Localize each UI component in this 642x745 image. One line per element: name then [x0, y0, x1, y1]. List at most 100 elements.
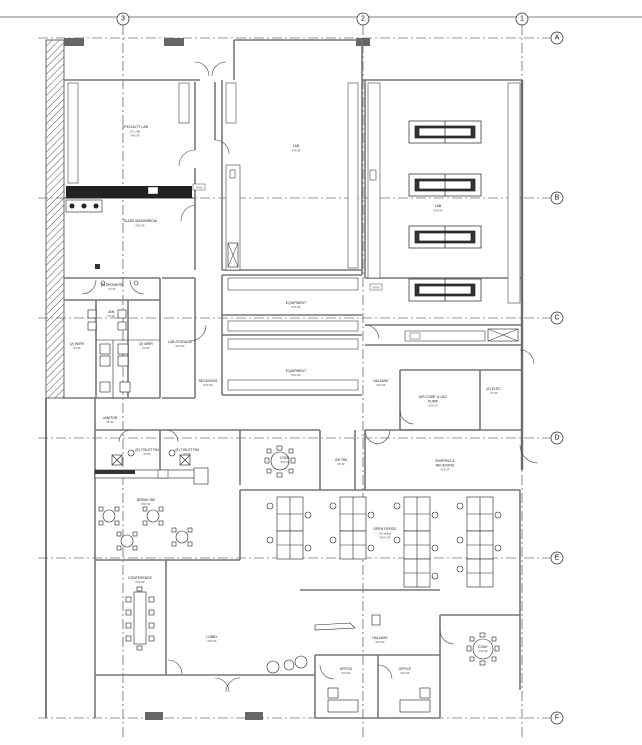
room-name: JAN	[108, 310, 115, 314]
walls	[64, 39, 524, 719]
room-label-toilet-right: (E) TOILET RM XX SF	[175, 448, 199, 456]
room-detail: PUMP	[428, 400, 439, 404]
room-area: XXX SF	[135, 580, 145, 584]
room-name: (E) ELEC.	[486, 387, 501, 391]
room-label-ww-right: (2) M/RR XX SF	[139, 342, 153, 350]
room-label-conference: CONFERENCE XXX SF	[128, 576, 152, 584]
room-name: AIR COMP. & VAC	[419, 395, 448, 399]
room-name: OFFICE	[399, 667, 412, 671]
room-labels: SPECIALTY LAB (TC LAB) XXX SF GLASS WASH…	[70, 125, 502, 675]
conference-table	[125, 586, 155, 651]
grid-bubble-row: D	[550, 431, 564, 445]
room-name: RECEIVING	[199, 379, 218, 383]
room-area: XXX SF	[376, 383, 386, 387]
room-label-break-rm: BREAK RM XXX SF	[137, 498, 155, 506]
room-name: EQUIPMENT	[286, 369, 306, 373]
room-label-office-2: OFFICE XXX SF	[399, 667, 412, 675]
workstation-cluster	[456, 496, 502, 588]
room-name: SHIPPING &	[435, 459, 455, 463]
room-area: XX SF	[107, 314, 115, 318]
room-label-hallway-upper: HALLWAY XXX SF	[373, 379, 389, 387]
lab-island	[408, 173, 482, 197]
equipment-tag: XXXX	[373, 286, 380, 290]
round-table	[98, 506, 120, 526]
room-area: XXX SF	[478, 649, 488, 653]
room-area: XXX SF	[341, 671, 351, 675]
room-area: XXX SF	[203, 383, 213, 387]
room-area: XXXX SF	[380, 536, 391, 540]
break-room-counter	[94, 467, 209, 485]
lab-island	[408, 120, 482, 144]
open-office-workstations	[266, 496, 502, 588]
room-area: XX SF	[337, 462, 345, 466]
room-detail: RECEIVING	[436, 464, 455, 468]
casework	[65, 82, 521, 391]
grid-label: E	[555, 555, 560, 562]
equipment-tag: XXXX	[196, 186, 203, 190]
room-area: XXX SF	[207, 639, 217, 643]
room-label-toilet-left: (E) TOILET RM XX SF	[135, 448, 159, 456]
room-name: OPEN OFFICE	[374, 527, 398, 531]
room-name: IDF RM	[335, 458, 347, 462]
room-label-air-comp: AIR COMP. & VAC PUMP XXX SF	[419, 395, 448, 408]
grid-bubble-col: 1	[515, 12, 529, 26]
grid-bubbles: 3 2 1 A B C D E F	[116, 12, 564, 725]
room-label-lab-right: LAB XXX SF	[433, 204, 443, 213]
room-name: HALLWAY	[373, 379, 389, 383]
grid-label: F	[555, 715, 559, 722]
room-area: XXX SF	[291, 305, 301, 309]
room-label-specialty-lab: SPECIALTY LAB (TC LAB) XXX SF	[122, 125, 148, 138]
room-name: CONFERENCE	[128, 576, 152, 580]
room-label-idf: IDF RM XX SF	[335, 458, 347, 466]
equipment-tags: XXXX XXXX	[192, 183, 383, 291]
grid-bubble-col: 2	[356, 12, 370, 26]
room-area: XX SF	[108, 287, 116, 291]
room-label-conf-upper: CONF. XXX SF	[280, 456, 290, 464]
door-swings	[81, 61, 539, 693]
workstation-cluster	[266, 496, 312, 560]
room-area: XXX SF	[175, 344, 185, 348]
workstation-cluster	[393, 496, 439, 588]
room-name: BREAK RM	[137, 498, 155, 502]
conf-round-table-upper	[264, 445, 296, 478]
room-name: (2) M/RR	[139, 342, 153, 346]
existing-wall-hatch	[45, 39, 65, 399]
room-name: CONF.	[478, 645, 488, 649]
room-name: EQUIPMENT	[286, 301, 306, 305]
round-table	[116, 531, 138, 551]
grid-label: B	[555, 195, 560, 202]
room-area: XXX SF	[428, 404, 438, 408]
room-name: OFFICE	[340, 667, 353, 671]
column-blocks	[64, 38, 370, 720]
room-name: LAB	[435, 204, 442, 208]
room-name: CONF.	[280, 456, 290, 460]
room-name: (2) W/RR	[70, 342, 85, 346]
room-name: LOBBY	[206, 635, 218, 639]
room-area: XXX SF	[130, 134, 140, 138]
workstation-cluster	[329, 496, 375, 560]
room-area: XXX SF	[141, 502, 151, 506]
grid-bubble-row: C	[550, 311, 564, 325]
room-label-receiving: RECEIVING XXX SF	[199, 379, 218, 387]
grid-bubble-row: E	[550, 551, 564, 565]
lab-island	[408, 278, 482, 302]
conf-round-table-lower	[466, 632, 500, 666]
round-table	[171, 527, 193, 547]
room-name: LAB	[293, 144, 300, 148]
room-label-office-1: OFFICE XXX SF	[340, 667, 353, 675]
room-area: XX SF	[106, 420, 114, 424]
room-label-janitor-upper: JAN XX SF	[107, 310, 115, 318]
grid-label: C	[554, 315, 559, 322]
room-label-glass-washing: GLASS WASH/MEDIA XXX SF	[123, 219, 158, 228]
room-area: XXX SF	[135, 224, 145, 228]
grid-label: 2	[361, 16, 365, 23]
room-label-equipment-2: EQUIPMENT XXX SF	[286, 369, 306, 377]
grid-bubble-col: 3	[116, 12, 130, 26]
grid-bubble-row: A	[550, 31, 564, 45]
room-name: JANITOR	[103, 416, 118, 420]
room-label-conf-lower: CONF. XXX SF	[478, 645, 488, 653]
room-label-shipping: SHIPPING & RECEIVING XXX SF	[435, 459, 455, 472]
room-label-lab-center: LAB XXX SF	[291, 144, 301, 153]
room-name: (E) TOILET RM	[135, 448, 159, 452]
grid-bubble-row: F	[550, 711, 564, 725]
